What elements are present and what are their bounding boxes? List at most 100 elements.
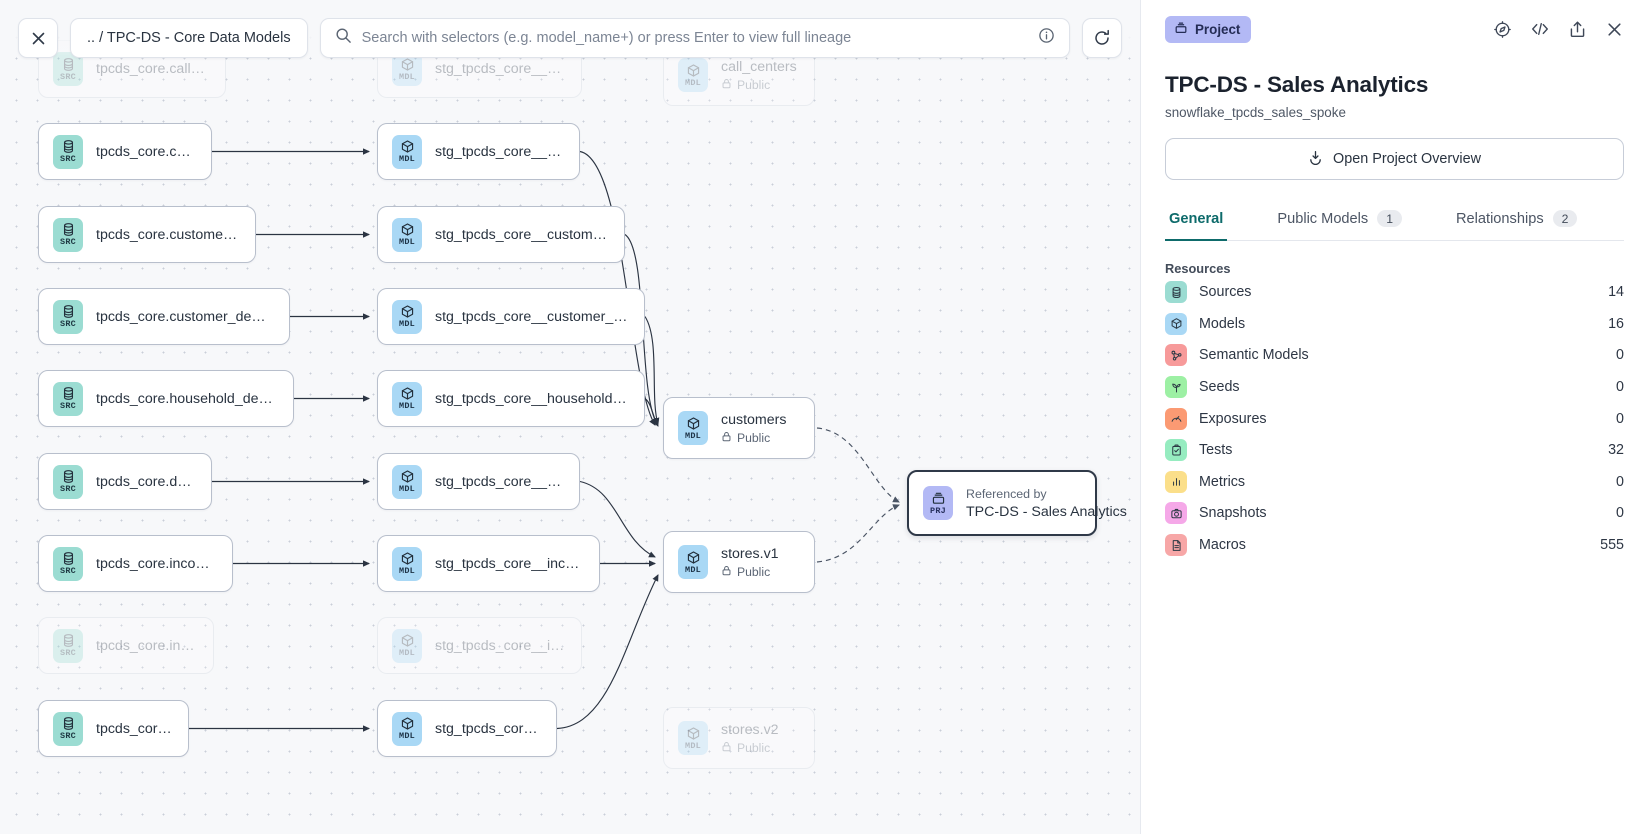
src-badge-icon: SRC [53,628,83,663]
lineage-node-access: Public [721,741,779,755]
lineage-canvas[interactable]: SRCtpcds_core.call_centerMDLstg_tpcds_co… [0,0,1140,834]
project-icon [1174,21,1188,38]
database-icon [1165,281,1187,304]
sprout-icon [1165,376,1187,399]
tab-count: 1 [1377,210,1402,227]
mdl-badge-icon: MDL [678,58,708,92]
lineage-node-body: stg_tpcds_core__customer_demogra… [435,309,630,325]
search-bar[interactable] [319,18,1070,58]
src-badge-icon: SRC [53,711,83,746]
resource-count: 0 [1616,347,1624,364]
src-badge-icon: SRC [53,217,83,252]
close-icon [30,30,47,47]
lineage-node[interactable]: SRC tpcds_core.date_dim [38,453,212,510]
breadcrumb[interactable]: .. / TPC-DS - Core Data Models [70,18,308,58]
lineage-node[interactable]: MDLstg_tpcds_core__household_demogr… [377,370,645,427]
lineage-node[interactable]: MDLstg_tpcds_core__customer_demogra… [377,288,645,345]
resources-section-label: Resources [1165,261,1231,276]
resource-name: Sources [1199,284,1252,301]
resource-count: 14 [1608,284,1624,301]
search-icon [335,27,352,49]
referenced-by-title: TPC-DS - Sales Analytics [966,503,1127,520]
lock-icon [721,78,732,92]
lineage-node-access-label: Public [737,430,771,445]
lineage-node-body: stg_tpcds_core__income_band [435,556,585,572]
resource-count: 0 [1616,473,1624,490]
info-icon[interactable] [1038,27,1055,49]
lineage-node-body: stg_tpcds_core__store [435,721,542,737]
close-lineage-button[interactable] [18,18,58,58]
lineage-node[interactable]: SRC tpcds_core.store [38,700,189,757]
clipboard-icon [1165,439,1187,462]
src-badge-icon: SRC [53,134,83,169]
lineage-node-title: stg_tpcds_core__household_demogr… [435,390,630,407]
lineage-node-body: stg_tpcds_core__date_dim [435,474,565,490]
lineage-node-access-label: Public [737,564,771,579]
lineage-node-title: call_centers [721,58,797,75]
lineage-node-access: Public [721,431,786,445]
lineage-node-title: stg_tpcds_core__customer_demogra… [435,308,630,325]
lineage-node-title: stores.v1 [721,545,779,562]
resource-type-chip[interactable]: Project [1165,15,1252,43]
lineage-node[interactable]: SRC tpcds_core.customer_address [38,206,256,263]
resource-name: Snapshots [1199,505,1267,522]
lineage-node-body: tpcds_core.date_dim [96,474,197,490]
lineage-node-body: stg_tpcds_core__customer_address [435,227,610,243]
lineage-node-title: tpcds_core.call_center [96,61,211,77]
project-identifier: snowflake_tpcds_sales_spoke [1165,105,1346,120]
close-panel-icon[interactable] [1605,20,1624,39]
open-project-overview-button[interactable]: Open Project Overview [1165,138,1624,180]
resource-count: 32 [1608,442,1624,459]
cube-icon [1165,312,1187,335]
tab-general[interactable]: General [1165,200,1228,241]
refresh-button[interactable] [1082,18,1122,58]
lineage-node-body: tpcds_core.store [96,721,174,737]
explore-icon[interactable] [1493,20,1512,39]
lineage-node-body: stg_tpcds_core__call_center [435,61,567,77]
lineage-node-body: stg_tpcds_core__customer [435,144,565,160]
lineage-node-title: tpcds_core.customer_address [96,226,241,243]
share-icon[interactable] [1568,20,1587,39]
lineage-node-title: tpcds_core.date_dim [96,473,197,490]
lineage-node-body: tpcds_core.income_band [96,556,218,572]
src-badge-icon: SRC [53,299,83,334]
details-header: Project [1165,0,1624,58]
src-badge-icon: SRC [53,464,83,499]
resource-name: Macros [1199,537,1246,554]
lineage-node-access: Public [721,78,797,92]
resource-row[interactable]: Sources 14 [1165,277,1624,308]
search-input[interactable] [361,30,1028,46]
code-icon[interactable] [1530,20,1550,38]
